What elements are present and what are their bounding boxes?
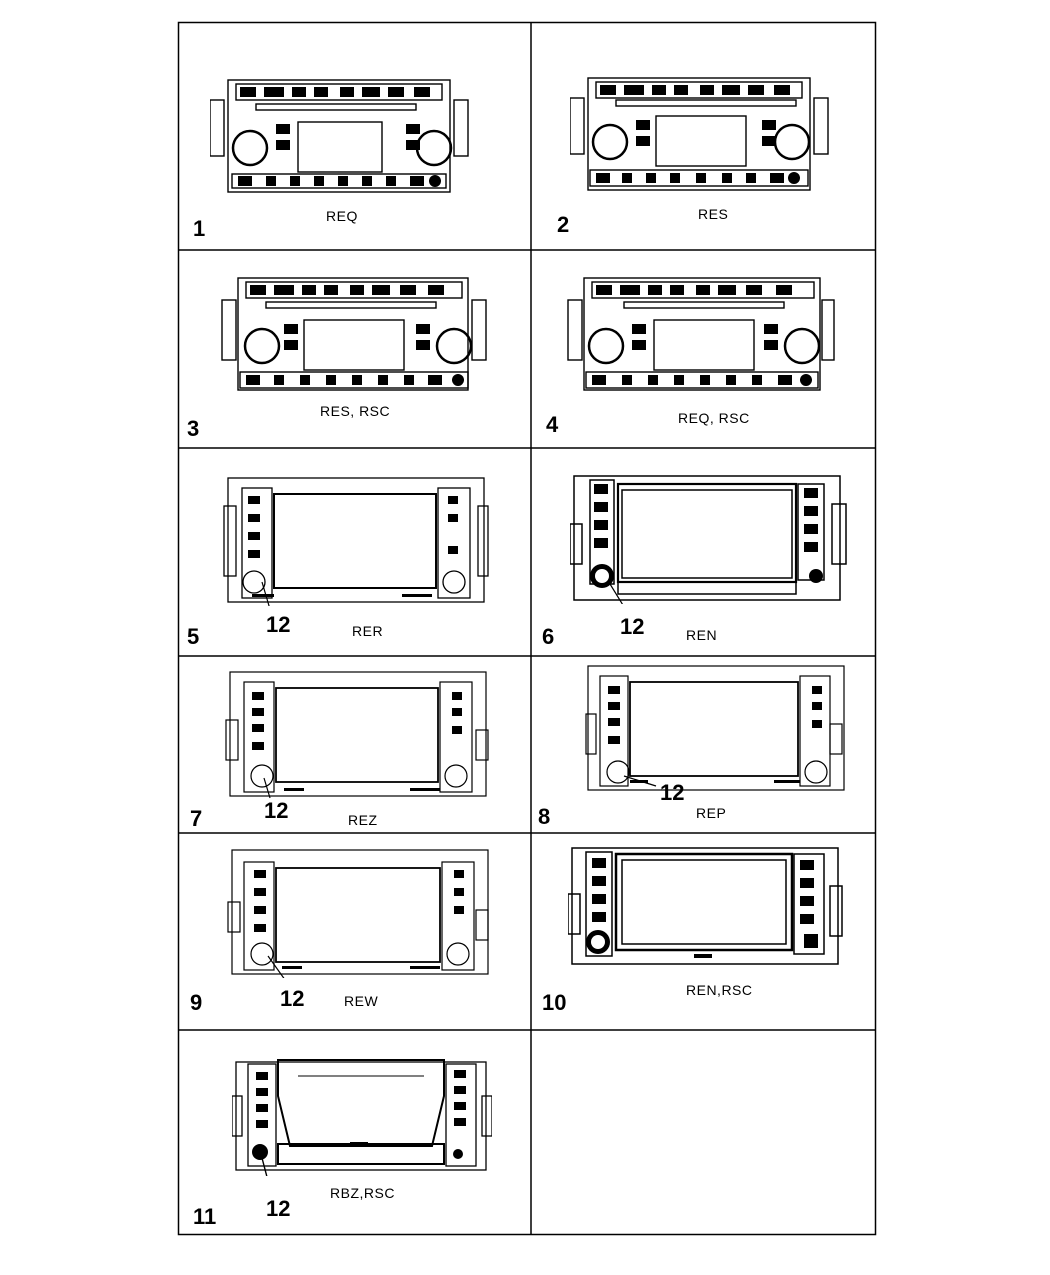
callout-12: 12 [280,986,305,1011]
panel-number: 11 [193,1204,217,1229]
radio-unit-drawing [221,277,487,391]
option-code-label: RES [698,206,729,222]
option-code-label: REZ [348,812,378,828]
option-code-label: REN,RSC [686,982,753,998]
navigation-radio-drawing [568,847,843,965]
radio-unit-drawing [210,79,469,193]
navigation-radio-drawing [570,475,847,604]
option-code-label: REP [696,805,727,821]
panel-number: 10 [542,990,567,1015]
panel-number: 3 [187,416,200,441]
panel-number: 8 [538,804,551,829]
navigation-radio-drawing [232,1059,492,1176]
callout-12: 12 [660,780,685,805]
panel-number: 6 [542,624,555,649]
radio-unit-drawing [567,277,835,391]
panel-number: 2 [557,212,570,237]
option-code-label: RER [352,623,384,639]
option-code-label: REW [344,993,379,1009]
option-code-label: REQ, RSC [678,410,750,426]
radio-unit-drawing [570,77,829,191]
option-code-label: RES, RSC [320,403,391,419]
navigation-radio-drawing [225,671,489,799]
navigation-radio-drawing [223,477,489,606]
option-code-label: REN [686,627,718,643]
panel-number: 9 [190,990,203,1015]
navigation-radio-drawing [585,665,845,791]
callout-12: 12 [266,612,291,637]
panel-number: 1 [193,216,206,241]
callout-12: 12 [264,798,289,823]
navigation-radio-drawing [227,849,489,978]
panel-empty [532,1031,875,1233]
panel-number: 5 [187,624,200,649]
callout-12: 12 [620,614,645,639]
panel-number: 7 [190,806,203,831]
option-code-label: RBZ,RSC [330,1185,395,1201]
option-code-label: REQ [326,208,358,224]
callout-12: 12 [266,1196,291,1221]
panel-number: 4 [546,412,559,437]
